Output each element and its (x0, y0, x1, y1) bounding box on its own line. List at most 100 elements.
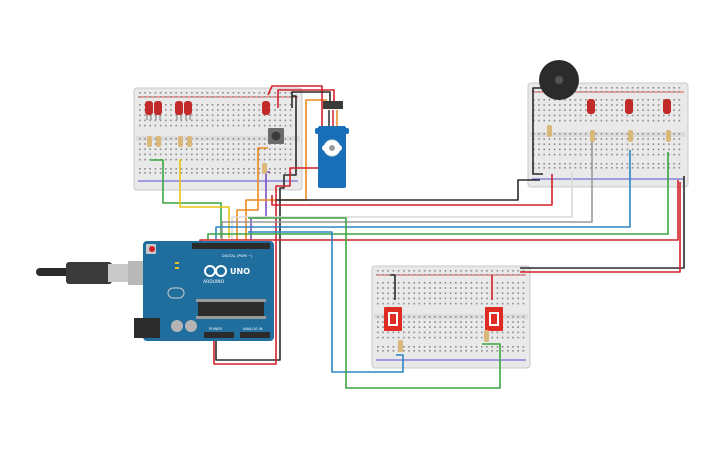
led-3[interactable] (175, 101, 183, 120)
led-2[interactable] (154, 101, 162, 120)
breadboard-hole (232, 92, 235, 94)
piezo-buzzer[interactable] (539, 60, 579, 100)
wire-yellow-left[interactable] (179, 159, 230, 238)
resistor[interactable] (398, 340, 403, 352)
breadboard-hole (626, 91, 629, 93)
usb-cable[interactable] (36, 261, 158, 285)
wire-red-right[interactable] (271, 174, 553, 206)
breadboard-hole (392, 297, 395, 300)
wire-green-bottom[interactable] (248, 217, 501, 389)
breadboard-hole (465, 302, 467, 305)
breadboard-hole (673, 99, 675, 101)
led-4[interactable] (184, 101, 192, 120)
resistor[interactable] (547, 125, 552, 137)
led-5[interactable] (262, 101, 270, 115)
breadboard-hole (191, 168, 193, 170)
breadboard-hole (501, 350, 504, 352)
wire-black-bottom[interactable] (520, 176, 685, 269)
breadboard-hole (413, 287, 415, 289)
wire-black-left-gnd[interactable] (215, 95, 297, 361)
breadboard-hole (569, 153, 571, 156)
breadboard-hole (642, 119, 644, 122)
resistor[interactable] (628, 130, 633, 142)
breadboard-hole (548, 163, 551, 165)
breadboard-hole (248, 138, 250, 140)
breadboard-hole (668, 148, 670, 151)
arduino-uno-board[interactable]: ARDUINO UNO DIGITAL (PWM ~) POWER ANALOG… (134, 241, 274, 341)
breadboard-hole (564, 104, 566, 106)
breadboard-hole (408, 316, 410, 318)
breadboard-hole (382, 287, 384, 289)
breadboard-hole (673, 87, 675, 89)
analog-header[interactable] (240, 332, 270, 338)
breadboard-hole (475, 274, 478, 276)
pir-sensor-1[interactable] (384, 307, 402, 331)
led-8[interactable] (663, 99, 671, 114)
breadboard-hole (423, 346, 426, 348)
servo-motor[interactable] (315, 101, 349, 188)
breadboard-hole (248, 124, 250, 127)
pir-sensor-2[interactable] (485, 307, 503, 331)
breadboard-hole (491, 331, 493, 334)
wire-orange-left[interactable] (236, 147, 268, 240)
pushbutton[interactable] (268, 128, 284, 144)
resistor[interactable] (147, 136, 152, 147)
breadboard-hole (403, 274, 405, 276)
wire-red-servo[interactable] (277, 89, 335, 108)
breadboard-hole (663, 99, 665, 101)
wire-red-left-vcc[interactable] (213, 85, 323, 365)
resistor[interactable] (666, 130, 671, 142)
resistor[interactable] (262, 163, 267, 174)
breadboard-hole (481, 297, 483, 300)
breadboard-hole (631, 153, 634, 156)
wire-blue-bottom[interactable] (248, 231, 404, 373)
breadboard-hole (616, 109, 618, 111)
breadboard-hole (491, 302, 493, 305)
led-7[interactable] (625, 99, 633, 114)
breadboard-hole (564, 138, 566, 140)
wire-green-left[interactable] (150, 159, 222, 238)
power-header[interactable] (204, 332, 234, 338)
breadboard-hole (263, 138, 266, 140)
breadboard-hole (486, 274, 488, 276)
breadboard-hole (501, 331, 504, 334)
resistor[interactable] (484, 330, 489, 342)
breadboard-hole (626, 153, 629, 156)
breadboard-hole (423, 292, 426, 294)
breadboard-hole (269, 148, 271, 150)
breadboard-hole (486, 282, 488, 284)
wire-green-right[interactable] (207, 152, 669, 240)
breadboard-hole (269, 153, 271, 156)
resistor[interactable] (590, 130, 595, 142)
led-6[interactable] (587, 99, 595, 114)
led-1[interactable] (145, 101, 153, 120)
breadboard-hole (154, 168, 157, 170)
breadboard-hole (470, 302, 473, 305)
wire-white-right[interactable] (231, 172, 573, 240)
breadboard-hole (413, 274, 415, 276)
breadboard-hole (611, 138, 613, 140)
wire-black-bottom-local[interactable] (390, 274, 396, 300)
reset-button-icon[interactable] (149, 246, 155, 252)
resistor[interactable] (156, 136, 161, 147)
digital-header[interactable] (192, 243, 270, 249)
wire-grey-right[interactable] (221, 140, 593, 240)
breadboard-bottom[interactable] (371, 265, 531, 369)
wire-black-servo[interactable] (291, 91, 331, 108)
breadboard-hole (392, 346, 395, 348)
wire-red-bottom[interactable] (520, 182, 681, 273)
wire-black-right[interactable] (276, 179, 540, 201)
breadboard-hole (429, 270, 431, 272)
breadboard-hole (154, 143, 157, 145)
breadboard-hole (403, 346, 405, 348)
breadboard-hole (377, 321, 379, 323)
breadboard-hole (289, 96, 292, 98)
resistors-left (147, 136, 267, 174)
breadboard-hole (600, 133, 603, 135)
breadboard-hole (387, 346, 389, 348)
resistor[interactable] (178, 136, 183, 147)
breadboard-hole (211, 153, 214, 156)
resistor[interactable] (187, 136, 192, 147)
breadboard-hole (678, 109, 681, 111)
breadboard-hole (439, 326, 441, 328)
